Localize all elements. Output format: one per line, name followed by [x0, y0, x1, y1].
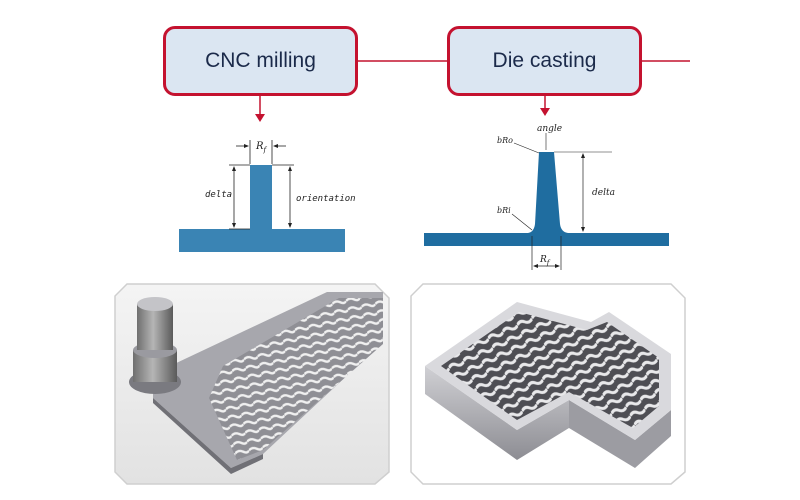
- die-casting-label: Die casting: [492, 49, 597, 72]
- cnc-orientation-label: orientation: [296, 194, 356, 204]
- die-render-fin-pattern: [441, 312, 659, 428]
- cnc-rib: [250, 165, 272, 231]
- die-delta-arrow-top: [581, 153, 585, 158]
- die-delta-arrow-bottom: [581, 227, 585, 232]
- cnc-render-pin-top: [137, 297, 173, 311]
- cnc-render-pin-shaft: [137, 304, 173, 350]
- arrow-die-head: [540, 108, 550, 116]
- cnc-delta-dimension: [229, 164, 250, 230]
- die-part-profile: [424, 152, 669, 246]
- cnc-part-render: [114, 283, 390, 485]
- die-bri-label: bRi: [497, 206, 511, 215]
- cnc-orientation-arrow-bottom: [288, 223, 292, 228]
- die-rf-label: Rf: [539, 255, 551, 267]
- die-rf-dimension: [531, 236, 562, 270]
- die-bro-label: bRo: [497, 136, 513, 145]
- cnc-rf-label: Rf: [255, 141, 268, 154]
- arrow-cnc-head: [255, 114, 265, 122]
- die-render-side-wall: [425, 366, 569, 460]
- cnc-delta-label: delta: [205, 190, 232, 200]
- cnc-delta-arrow-bottom: [232, 223, 236, 228]
- cnc-orientation-dimension: [272, 164, 294, 227]
- die-rf-arrow-left: [533, 264, 538, 268]
- cnc-delta-arrow-top: [232, 166, 236, 171]
- cnc-milling-box: CNC milling: [163, 26, 358, 96]
- die-delta-label: delta: [592, 188, 615, 198]
- cnc-base-plate: [179, 229, 345, 252]
- cnc-render-fin-pattern: [209, 298, 383, 460]
- die-render-side-wall-right: [569, 400, 671, 468]
- die-bri-leader: [511, 213, 533, 231]
- die-casting-box: Die casting: [447, 26, 642, 96]
- die-bro-leader: [513, 142, 540, 154]
- die-cast-part-render: [410, 283, 686, 485]
- die-rf-arrow-right: [555, 264, 560, 268]
- cnc-orientation-arrow-top: [288, 166, 292, 171]
- cnc-rf-arrow-left: [244, 144, 249, 148]
- cnc-milling-label: CNC milling: [205, 49, 316, 72]
- cnc-rf-arrow-right: [273, 144, 278, 148]
- die-angle-label: angle: [537, 124, 562, 134]
